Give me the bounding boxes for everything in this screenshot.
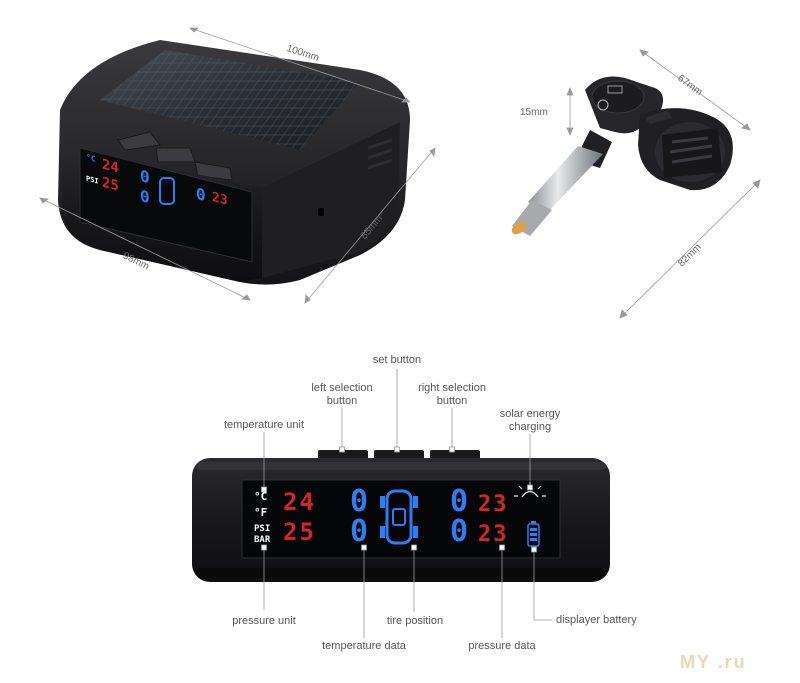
small-right-value: 23	[212, 189, 228, 209]
label-solar-energy: solar energy charging	[499, 408, 561, 433]
monitor-perspective	[58, 40, 410, 285]
lcd-right-bottom-digit: 0	[450, 514, 469, 549]
small-temp-bottom: 25	[102, 174, 119, 195]
lcd-unit-bar: BAR	[254, 535, 271, 545]
sensor-dimension-lines	[566, 49, 761, 319]
tire-sensor	[511, 76, 733, 236]
watermark: MY .ru	[680, 652, 747, 672]
label-left-selection: left selection button	[311, 382, 373, 407]
lcd-pressure-top: 23	[478, 492, 509, 517]
small-unit-bottom: PSI	[86, 174, 99, 186]
dim-sensor-height: 15mm	[520, 107, 548, 118]
label-displayer-battery: displayer battery	[556, 614, 637, 626]
small-left-bottom: 0	[140, 185, 150, 208]
label-set-button: set button	[372, 354, 422, 366]
lcd-right-top-digit: 0	[450, 484, 469, 519]
lcd-unit-psi: PSI	[254, 524, 271, 534]
small-unit-top: °C	[86, 152, 96, 164]
small-temp-top: 24	[102, 156, 119, 177]
lcd-temp-bottom: 25	[283, 518, 316, 546]
lcd-unit-celsius: °C	[254, 490, 268, 503]
label-right-selection: right selection button	[418, 382, 486, 407]
callout-lines	[261, 369, 552, 638]
lcd-pressure-bottom: 23	[478, 522, 509, 547]
label-tire-position: tire position	[386, 615, 444, 627]
dimension-lines	[39, 27, 436, 304]
label-temperature-data: temperature data	[322, 640, 406, 652]
label-pressure-data: pressure data	[468, 640, 536, 652]
lcd-temp-top: 24	[283, 488, 316, 516]
small-left-top: 0	[140, 165, 150, 188]
monitor-front-view	[192, 450, 610, 582]
label-temperature-unit: temperature unit	[223, 419, 305, 431]
lcd-left-bottom-digit: 0	[350, 514, 369, 549]
lcd-left-top-digit: 0	[350, 484, 369, 519]
small-right-top: 0	[196, 183, 206, 206]
lcd-unit-fahrenheit: °F	[254, 506, 268, 519]
label-pressure-unit: pressure unit	[232, 615, 296, 627]
